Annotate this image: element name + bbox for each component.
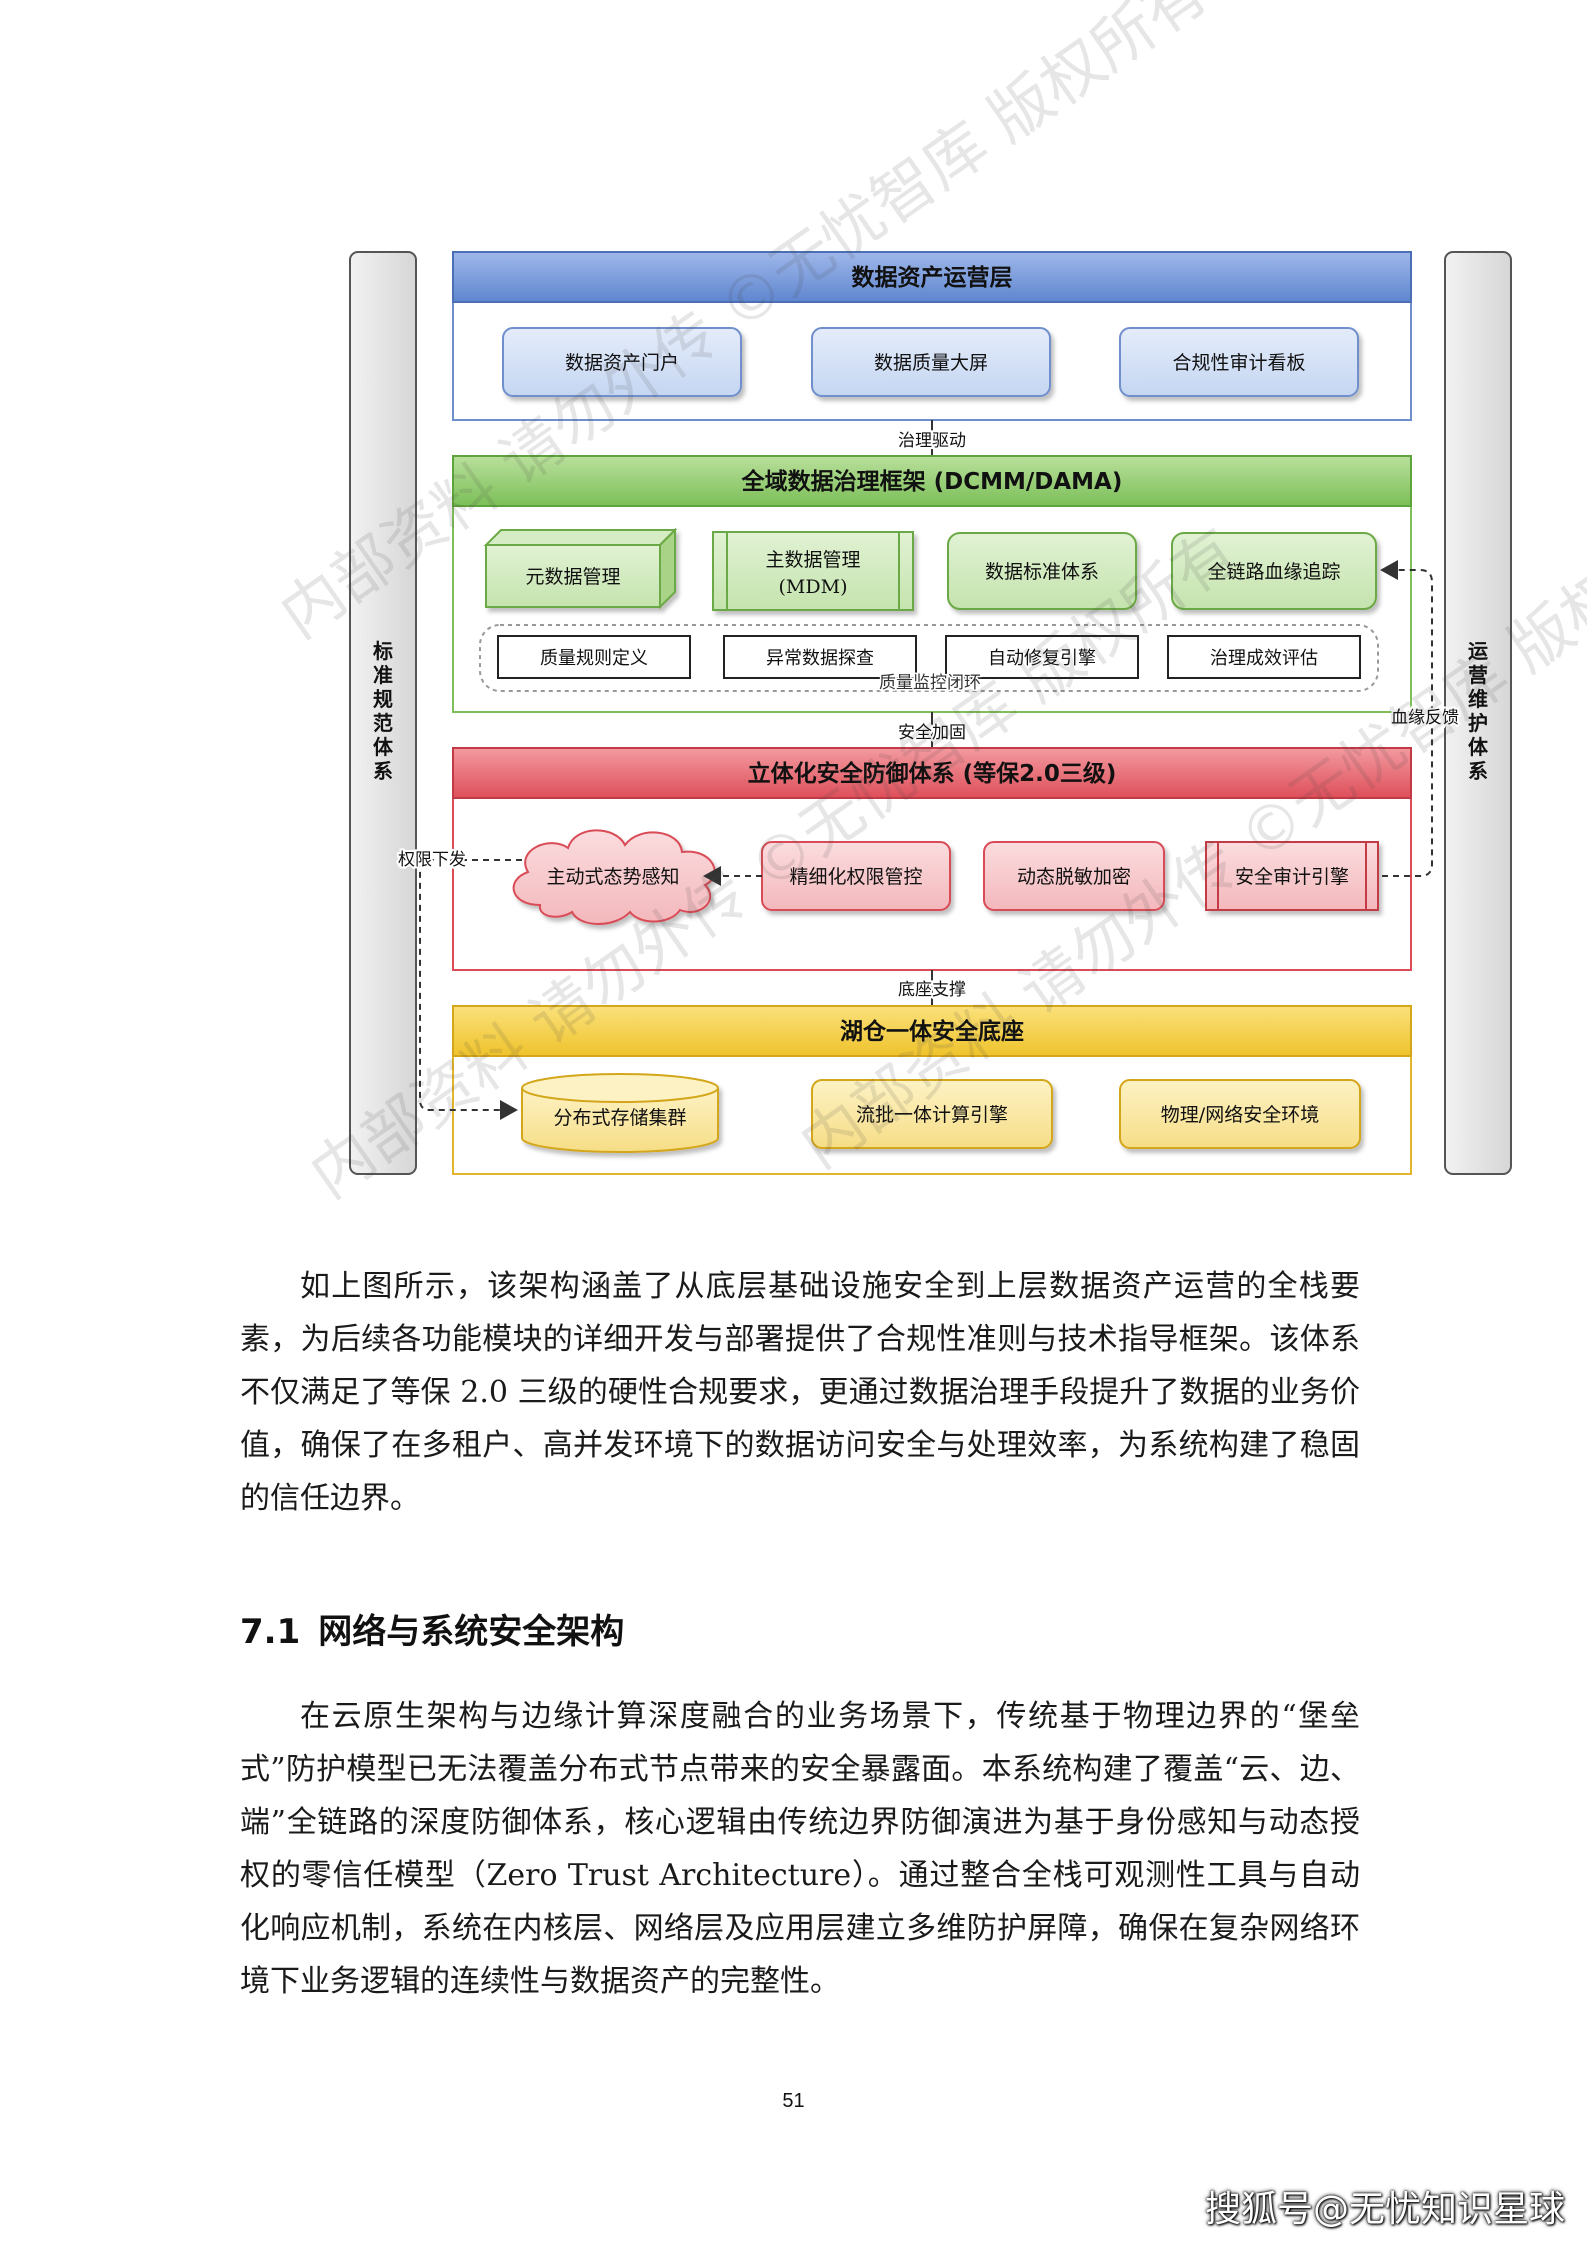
quality-box-auto-repair bbox=[945, 635, 1139, 679]
found-box-physical-security-label: 物理/网络安全环境 bbox=[1161, 1104, 1319, 1126]
footer-credit: 搜狐号@无忧知识星球 bbox=[1204, 2189, 1565, 2230]
right-pillar-label: 运营维护体系 bbox=[1468, 639, 1489, 783]
dashed-flow-arrows bbox=[419, 560, 1433, 1120]
operations-layer: 数据资产运营层 数据资产门户 数据质量大屏 合规性审计看板 bbox=[452, 251, 1412, 421]
gov-box-lineage-label: 全链路血缘追踪 bbox=[1207, 561, 1340, 583]
found-cylinder-storage bbox=[521, 1073, 719, 1153]
section-number: 7.1 bbox=[240, 1612, 301, 1652]
found-box-compute bbox=[811, 1079, 1053, 1149]
gov-box-lineage bbox=[1171, 532, 1377, 610]
gov-box-metadata bbox=[483, 527, 678, 610]
ops-box-audit-board-label: 合规性审计看板 bbox=[1172, 352, 1305, 374]
ops-box-portal bbox=[502, 327, 742, 397]
quality-box-probe-label: 异常数据探查 bbox=[766, 648, 874, 669]
ops-box-audit-board bbox=[1119, 327, 1359, 397]
quality-box-evaluation-label: 治理成效评估 bbox=[1210, 648, 1318, 669]
ops-box-quality-screen-label: 数据质量大屏 bbox=[874, 352, 988, 374]
foundation-layer: 湖仓一体安全底座 分布式存储集群 流批一体计算引擎 物理/网络安全环境 bbox=[452, 1005, 1412, 1175]
quality-loop-label: 质量监控闭环 bbox=[879, 673, 981, 693]
found-cylinder-storage-label: 分布式存储集群 bbox=[553, 1107, 686, 1129]
sec-cloud-situational-awareness-label: 主动式态势感知 bbox=[546, 866, 679, 888]
body-paragraph-2: 在云原生架构与边缘计算深度融合的业务场景下，传统基于物理边界的“堡垒式”防护模型… bbox=[240, 1699, 1360, 1999]
security-layer-title: 立体化安全防御体系 (等保2.0三级) bbox=[748, 760, 1117, 787]
quality-box-evaluation bbox=[1167, 635, 1361, 679]
connector-lineage-feedback: 血缘反馈 bbox=[1391, 708, 1459, 728]
found-box-physical-security bbox=[1119, 1079, 1361, 1149]
right-pillar: 运营维护体系 bbox=[1444, 251, 1512, 1175]
connector-foundation-support: 底座支撑 bbox=[898, 980, 966, 1000]
found-box-compute-label: 流批一体计算引擎 bbox=[856, 1104, 1008, 1126]
gov-box-metadata-label: 元数据管理 bbox=[525, 566, 620, 588]
gov-box-standards bbox=[947, 532, 1137, 610]
architecture-diagram: 标准规范体系 运营维护体系 数据资产运营层 数据资产门户 数据质量大屏 合规性审… bbox=[267, 0, 1587, 1212]
connector-permission-issue: 权限下发 bbox=[398, 850, 466, 870]
sec-box-audit-engine bbox=[1205, 841, 1379, 911]
sec-box-access-control-label: 精细化权限管控 bbox=[789, 866, 922, 888]
ops-box-quality-screen bbox=[811, 327, 1051, 397]
section-title: 网络与系统安全架构 bbox=[318, 1612, 625, 1652]
sec-box-masking-label: 动态脱敏加密 bbox=[1017, 866, 1131, 888]
foundation-layer-title: 湖仓一体安全底座 bbox=[840, 1018, 1024, 1045]
body-paragraph-1: 如上图所示，该架构涵盖了从底层基础设施安全到上层数据资产运营的全栈要素，为后续各… bbox=[240, 1269, 1360, 1516]
sec-box-audit-engine-label: 安全审计引擎 bbox=[1235, 866, 1349, 888]
governance-layer: 全域数据治理框架 (DCMM/DAMA) 元数据管理 主数据管理 (MDM) 数… bbox=[452, 455, 1412, 713]
ops-box-portal-label: 数据资产门户 bbox=[565, 352, 679, 374]
connector-security-reinforce: 安全加固 bbox=[898, 723, 966, 743]
left-pillar-label: 标准规范体系 bbox=[373, 639, 394, 783]
quality-box-auto-repair-label: 自动修复引擎 bbox=[988, 648, 1096, 669]
sec-cloud-situational-awareness bbox=[512, 829, 716, 925]
operations-layer-title: 数据资产运营层 bbox=[852, 264, 1013, 291]
gov-box-master-data-sublabel: (MDM) bbox=[779, 576, 848, 598]
quality-box-rules-label: 质量规则定义 bbox=[540, 648, 648, 669]
quality-box-probe bbox=[723, 635, 917, 679]
page-number: 51 bbox=[782, 2090, 805, 2112]
gov-box-master-data bbox=[712, 531, 914, 611]
gov-box-master-data-label: 主数据管理 bbox=[765, 549, 860, 571]
gov-box-standards-label: 数据标准体系 bbox=[985, 561, 1099, 583]
connector-governance-drive: 治理驱动 bbox=[898, 431, 966, 451]
section-heading: 7.1 网络与系统安全架构 bbox=[240, 1604, 624, 1653]
quality-box-rules bbox=[497, 635, 691, 679]
left-pillar: 标准规范体系 bbox=[349, 251, 417, 1175]
sec-box-masking bbox=[983, 841, 1165, 911]
governance-layer-title: 全域数据治理框架 (DCMM/DAMA) bbox=[741, 468, 1123, 495]
quality-loop-frame bbox=[479, 624, 1379, 692]
